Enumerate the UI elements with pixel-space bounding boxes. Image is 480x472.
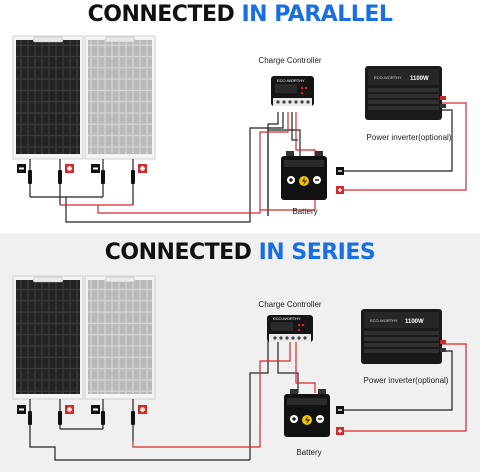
inverter-brand: ECO-WORTHY bbox=[374, 75, 402, 80]
charge-controller: ECO-WORTHY bbox=[267, 315, 313, 342]
battery-label: Battery bbox=[296, 448, 321, 457]
battery bbox=[281, 151, 327, 200]
series-wires-red bbox=[132, 330, 467, 448]
inverter-watt: 1100W bbox=[410, 76, 429, 82]
inverter-label: Power inverter(optional) bbox=[364, 376, 449, 385]
parallel-section: CONNECTED IN PARALLEL bbox=[0, 0, 480, 233]
parallel-diagram: ECO-WORTHY Charge Controller Battery bbox=[12, 35, 467, 223]
panel-terminals bbox=[17, 405, 147, 414]
battery-terminal-marks bbox=[336, 167, 344, 194]
power-inverter: ECO-WORTHY 1100W bbox=[365, 66, 446, 120]
battery-terminal-marks bbox=[336, 406, 344, 435]
panel-terminals bbox=[17, 164, 147, 173]
solar-panel-2 bbox=[84, 35, 156, 160]
series-section: CONNECTED IN SERIES bbox=[0, 233, 480, 472]
solar-panel-1 bbox=[12, 275, 84, 400]
series-heading: CONNECTED IN SERIES bbox=[0, 239, 480, 267]
controller-label: Charge Controller bbox=[258, 56, 321, 65]
panel-leads bbox=[29, 399, 134, 441]
parallel-heading-accent: IN PARALLEL bbox=[241, 2, 393, 27]
charge-controller: ECO-WORTHY bbox=[271, 76, 314, 106]
parallel-wires-red bbox=[60, 102, 467, 214]
controller-brand: ECO-WORTHY bbox=[273, 316, 301, 321]
controller-brand: ECO-WORTHY bbox=[277, 78, 305, 83]
controller-label: Charge Controller bbox=[258, 300, 321, 309]
series-diagram: ECO-WORTHY Charge Controller Battery bbox=[12, 275, 467, 461]
battery bbox=[284, 389, 330, 437]
series-heading-dark: CONNECTED bbox=[104, 240, 252, 265]
solar-panel-2 bbox=[84, 275, 156, 400]
inverter-label: Power inverter(optional) bbox=[367, 133, 452, 142]
parallel-heading: CONNECTED IN PARALLEL bbox=[0, 1, 480, 29]
mc4-connectors bbox=[28, 411, 135, 425]
battery-label: Battery bbox=[292, 207, 317, 216]
solar-panel-1 bbox=[12, 35, 84, 160]
series-heading-accent: IN SERIES bbox=[258, 240, 376, 265]
power-inverter: ECO-WORTHY 1100W bbox=[361, 309, 446, 364]
panel-leads bbox=[29, 159, 134, 205]
mc4-connectors bbox=[28, 170, 135, 184]
parallel-heading-dark: CONNECTED bbox=[87, 2, 235, 27]
inverter-brand: ECO-WORTHY bbox=[370, 318, 398, 323]
inverter-watt: 1100W bbox=[405, 319, 424, 325]
